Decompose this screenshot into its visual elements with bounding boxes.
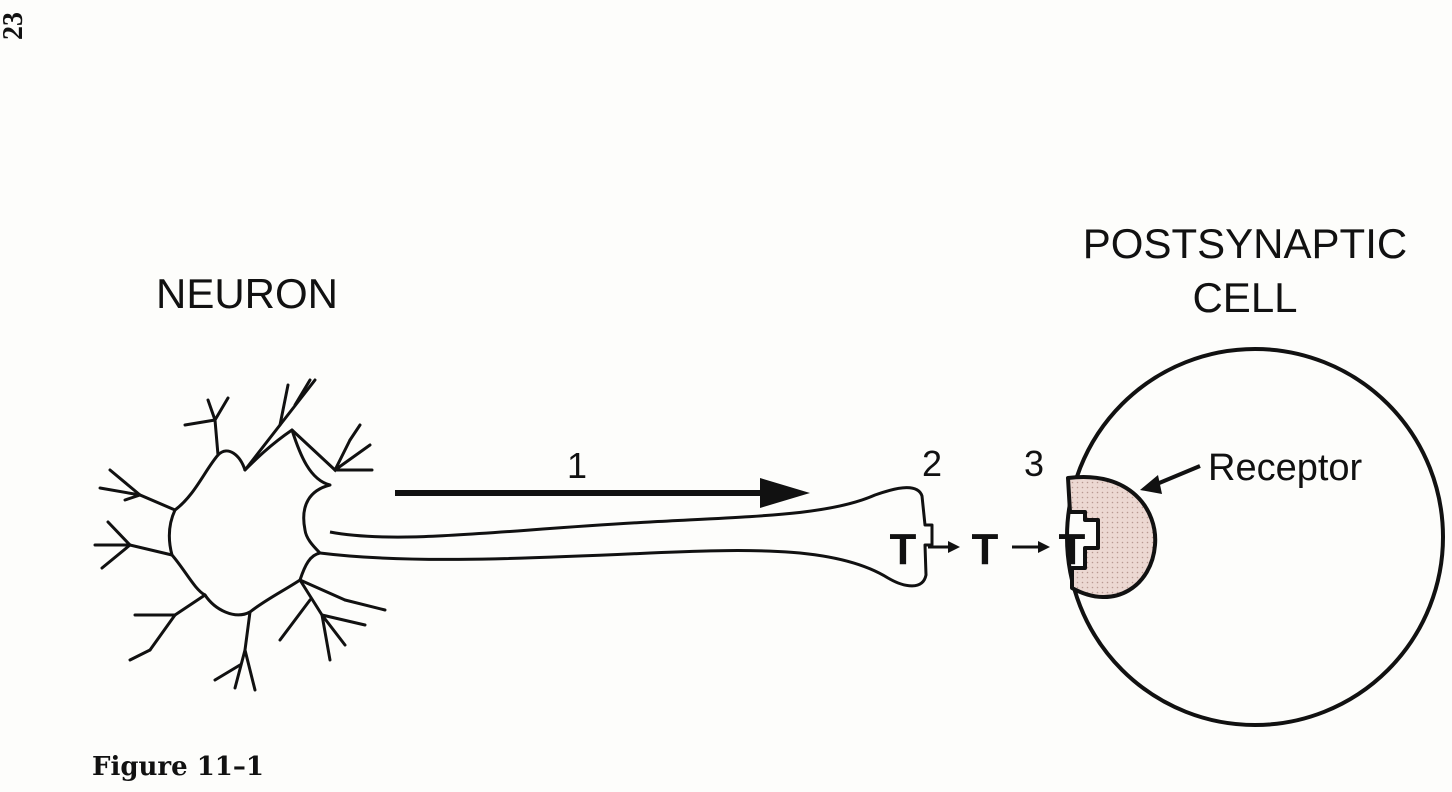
- dendrites: [93, 378, 387, 692]
- axon: [319, 486, 934, 588]
- postsynaptic-cell: [1065, 347, 1445, 727]
- step-3-label: 3: [1024, 443, 1044, 484]
- transmitter-2: T: [972, 525, 999, 574]
- receptor-label: Receptor: [1208, 447, 1363, 489]
- transmitter-arrow-2: [1012, 541, 1050, 553]
- step-1-label: 1: [567, 445, 587, 486]
- receptor: [1066, 474, 1158, 600]
- arrow-1: [395, 478, 810, 508]
- transmitter-1: T: [890, 525, 917, 574]
- step-2-label: 2: [922, 443, 942, 484]
- figure-caption: Figure 11–1: [92, 752, 264, 782]
- neuron-label: NEURON: [156, 270, 338, 317]
- postsynaptic-label: POSTSYNAPTIC: [1083, 220, 1407, 267]
- receptor-pointer-arrow: [1140, 464, 1201, 494]
- transmitter-arrow-1: [928, 541, 960, 553]
- transmitter-3: T: [1059, 525, 1086, 574]
- cell-label: CELL: [1192, 274, 1297, 321]
